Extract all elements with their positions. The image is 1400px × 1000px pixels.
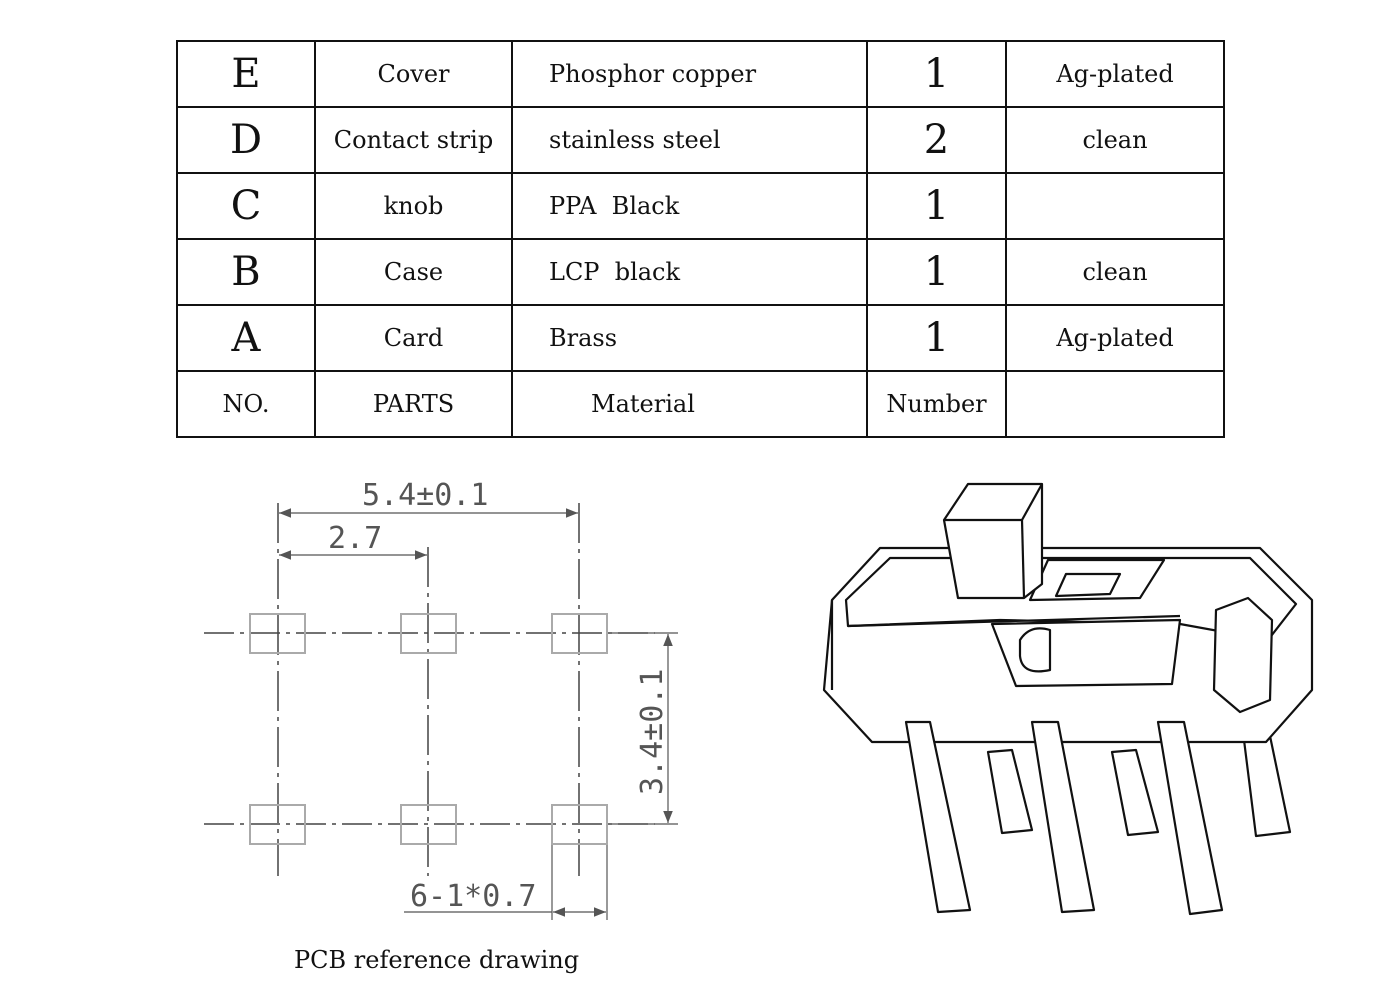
parts-table: E Cover Phosphor copper 1 Ag-plated D Co… <box>176 40 1225 438</box>
dim-label-pads: 6-1*0.7 <box>410 879 536 914</box>
table-header-row: NO. PARTS Material Number <box>176 370 1225 438</box>
row-number: 1 <box>866 172 1007 240</box>
row-no: C <box>176 172 316 240</box>
table-row: C knob PPA Black 1 <box>176 172 1225 240</box>
switch-cover <box>844 556 1298 642</box>
header-number: Number <box>866 370 1007 438</box>
row-part: Case <box>314 238 513 306</box>
pcb-caption: PCB reference drawing <box>294 946 580 974</box>
row-finish: clean <box>1005 238 1225 306</box>
row-number: 1 <box>866 238 1007 306</box>
table-row: E Cover Phosphor copper 1 Ag-plated <box>176 40 1225 108</box>
switch-edge <box>1021 483 1043 521</box>
dim-label-pitch: 2.7 <box>328 521 382 556</box>
row-number: 1 <box>866 40 1007 108</box>
switch-window <box>1028 558 1166 602</box>
pcb-pad <box>400 804 457 845</box>
table-row: B Case LCP black 1 clean <box>176 238 1225 306</box>
header-material: Material <box>511 370 868 438</box>
pcb-pad <box>400 613 457 654</box>
row-material: PPA Black <box>511 172 868 240</box>
table-row: A Card Brass 1 Ag-plated <box>176 304 1225 372</box>
switch-contact <box>990 618 1182 688</box>
switch-pin <box>1156 720 1224 916</box>
switch-pin <box>1242 734 1292 838</box>
switch-window <box>1054 572 1122 598</box>
row-number: 1 <box>866 304 1007 372</box>
switch-endcap <box>1212 596 1274 714</box>
row-part: Cover <box>314 40 513 108</box>
row-finish: Ag-plated <box>1005 40 1225 108</box>
dim-label-height: 3.4±0.1 <box>635 669 670 795</box>
header-finish <box>1005 370 1225 438</box>
row-material: stainless steel <box>511 106 868 174</box>
row-finish: clean <box>1005 106 1225 174</box>
header-parts: PARTS <box>314 370 513 438</box>
switch-case <box>822 546 1314 744</box>
switch-edge <box>1020 519 1026 599</box>
switch-illustration <box>822 482 1314 916</box>
pcb-pad <box>551 804 608 845</box>
row-number: 2 <box>866 106 1007 174</box>
row-material: LCP black <box>511 238 868 306</box>
row-finish: Ag-plated <box>1005 304 1225 372</box>
row-part: Card <box>314 304 513 372</box>
pcb-pad <box>249 804 306 845</box>
row-no: A <box>176 304 316 372</box>
switch-pin <box>1030 720 1096 914</box>
table-row: D Contact strip stainless steel 2 clean <box>176 106 1225 174</box>
switch-pin <box>1110 748 1160 837</box>
pcb-pad <box>551 613 608 654</box>
row-finish <box>1005 172 1225 240</box>
switch-pin <box>986 748 1034 835</box>
switch-pin <box>904 720 972 914</box>
pcb-pad <box>249 613 306 654</box>
switch-edge <box>847 614 1181 628</box>
row-no: B <box>176 238 316 306</box>
row-part: knob <box>314 172 513 240</box>
row-material: Phosphor copper <box>511 40 868 108</box>
dim-label-width: 5.4±0.1 <box>362 478 488 513</box>
row-no: D <box>176 106 316 174</box>
header-no: NO. <box>176 370 316 438</box>
row-part: Contact strip <box>314 106 513 174</box>
row-material: Brass <box>511 304 868 372</box>
row-no: E <box>176 40 316 108</box>
switch-contact <box>1018 627 1052 673</box>
switch-knob <box>942 482 1044 600</box>
